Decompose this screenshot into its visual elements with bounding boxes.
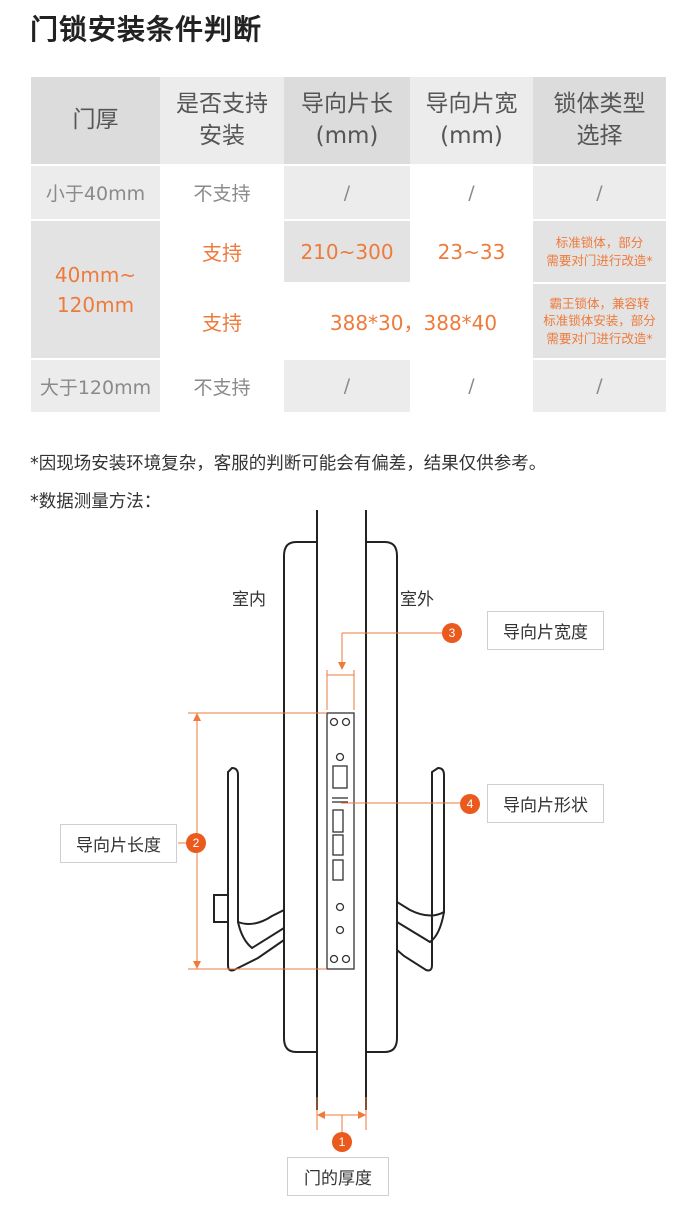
row2-length: 210~300	[284, 221, 410, 282]
row1-length: /	[284, 166, 410, 219]
badge-2: 2	[186, 833, 206, 853]
row1-support: 不支持	[193, 183, 251, 205]
guide-shape-label: 导向片形状	[487, 784, 604, 823]
door-lock-drawing	[178, 510, 460, 1132]
badge-1: 1	[332, 1132, 352, 1152]
row1-width: /	[468, 181, 475, 204]
install-condition-table: 门厚 是否支持 安装 导向片长 (mm) 导向片宽 (mm) 锁体类型 选择 小…	[31, 77, 666, 412]
row2-support: 支持	[202, 241, 242, 265]
header-support: 是否支持 安装	[160, 77, 284, 164]
indoor-label: 室内	[232, 590, 266, 610]
row2-thickness: 40mm~ 120mm	[31, 221, 160, 358]
disclaimer-note: *因现场安装环境复杂，客服的判断可能会有偏差，结果仅供参考。	[30, 454, 547, 474]
header-width: 导向片宽 (mm)	[410, 77, 533, 164]
badge-3: 3	[442, 623, 462, 643]
measurement-diagram: 室内 室外 3 导向片宽度 4 导向片形状 导向片长度 2 1 门的厚度	[0, 510, 696, 1205]
guide-length-label: 导向片长度	[60, 824, 177, 863]
row2-lock-type: 标准锁体，部分 需要对门进行改造*	[533, 221, 666, 282]
badge-4: 4	[460, 794, 480, 814]
row4-thickness: 大于120mm	[31, 360, 160, 412]
row3-support: 支持	[202, 310, 242, 335]
measure-method-note: *数据测量方法：	[30, 492, 162, 512]
row2-width: 23~33	[437, 239, 506, 264]
row4-lock-type: /	[533, 360, 666, 412]
header-thickness: 门厚	[31, 77, 160, 164]
row4-length: /	[284, 360, 410, 412]
row1-lock-type: /	[533, 166, 666, 219]
guide-width-label: 导向片宽度	[487, 611, 604, 650]
outdoor-label: 室外	[400, 590, 434, 610]
guide-plate	[326, 712, 355, 970]
header-length: 导向片长 (mm)	[284, 77, 410, 164]
door-thickness-label: 门的厚度	[287, 1157, 389, 1196]
row1-thickness: 小于40mm	[31, 166, 160, 219]
row4-support: 不支持	[193, 376, 251, 399]
page-title: 门锁安装条件判断	[30, 13, 263, 46]
row4-width: /	[468, 375, 475, 397]
row3-size: 388*30，388*40	[329, 310, 498, 335]
header-lock-type: 锁体类型 选择	[533, 77, 666, 164]
row3-lock-type: 霸王锁体，兼容转 标准锁体安装，部分 需要对门进行改造*	[533, 284, 666, 358]
